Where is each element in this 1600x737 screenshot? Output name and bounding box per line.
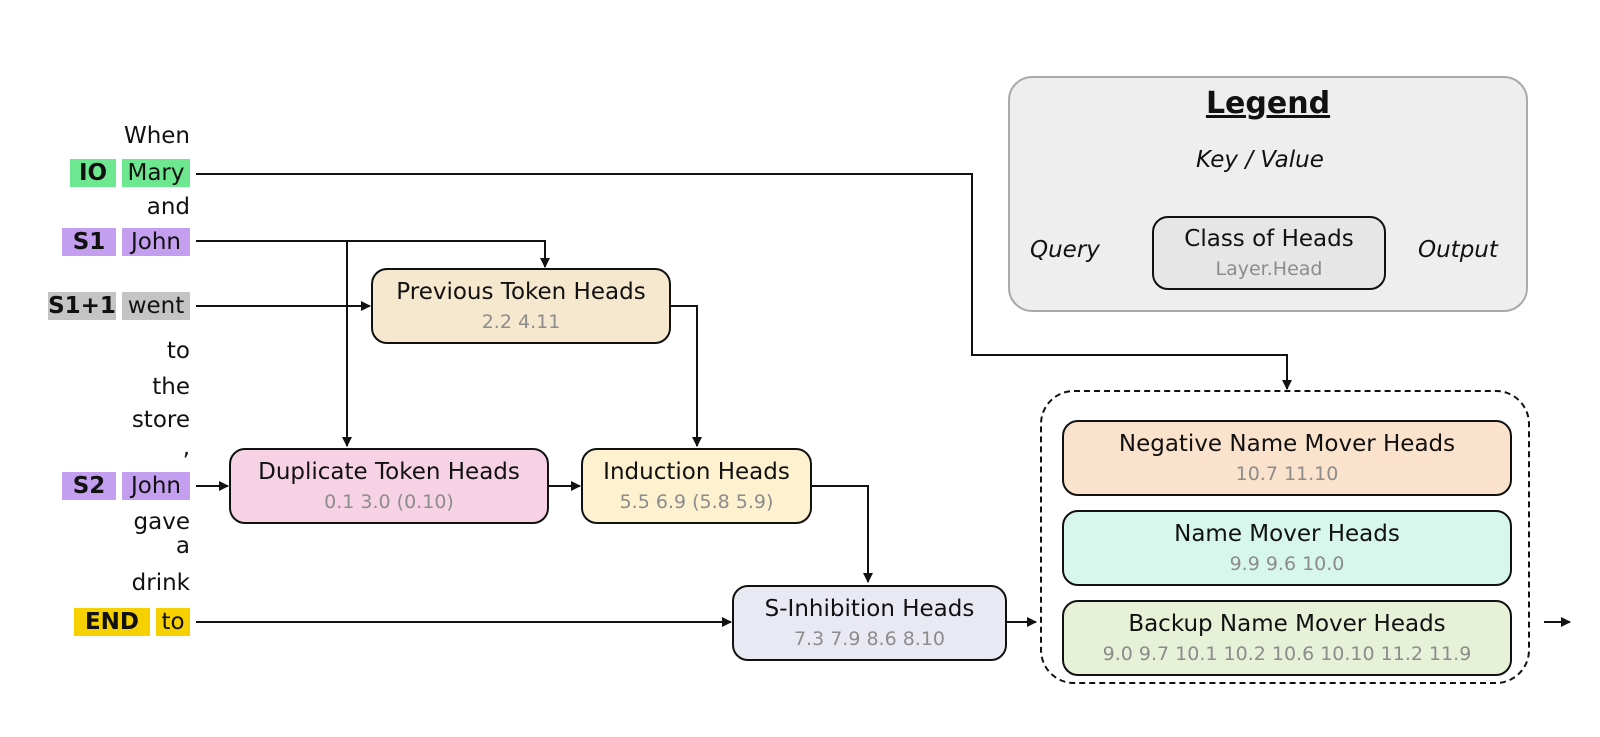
arrow-previous-to-induction	[670, 305, 702, 447]
tag-s2: S2	[62, 472, 116, 500]
token-comma: ,	[182, 435, 190, 461]
tag-io: IO	[70, 159, 116, 187]
tag-s1: S1	[62, 228, 116, 256]
induction-heads-box: Induction Heads 5.5 6.9 (5.8 5.9)	[581, 448, 812, 524]
s-inhibition-heads-box: S-Inhibition Heads 7.3 7.9 8.6 8.10	[732, 585, 1007, 661]
tag-end: END	[74, 608, 150, 636]
duplicate-token-heads-title: Duplicate Token Heads	[258, 459, 520, 485]
induction-heads-list: 5.5 6.9 (5.8 5.9)	[619, 491, 774, 513]
induction-heads-title: Induction Heads	[603, 459, 790, 485]
legend-class-title: Class of Heads	[1184, 226, 1354, 252]
negative-name-mover-heads-list: 10.7 11.10	[1235, 463, 1339, 485]
s-inhibition-heads-list: 7.3 7.9 8.6 8.10	[793, 628, 946, 650]
token-when: When	[123, 123, 190, 149]
token-gave: gave	[133, 509, 190, 535]
legend-query-label: Query	[1030, 237, 1100, 263]
negative-name-mover-heads-box: Negative Name Mover Heads 10.7 11.10	[1062, 420, 1512, 496]
token-to: to	[166, 338, 190, 364]
previous-token-heads-title: Previous Token Heads	[396, 279, 646, 305]
arrow-io-to-name-movers	[196, 173, 1292, 390]
legend-class-box: Class of Heads Layer.Head	[1152, 216, 1386, 290]
name-mover-heads-box: Name Mover Heads 9.9 9.6 10.0	[1062, 510, 1512, 586]
name-mover-heads-list: 9.9 9.6 10.0	[1229, 553, 1345, 575]
token-went: went	[122, 292, 190, 320]
backup-name-mover-heads-box: Backup Name Mover Heads 9.0 9.7 10.1 10.…	[1062, 600, 1512, 676]
token-drink: drink	[131, 570, 190, 596]
legend-class-subtitle: Layer.Head	[1215, 258, 1323, 280]
duplicate-token-heads-box: Duplicate Token Heads 0.1 3.0 (0.10)	[229, 448, 549, 524]
legend-output-label: Output	[1418, 237, 1498, 263]
token-john-s1: John	[122, 228, 190, 256]
legend-key-value-label: Key / Value	[1196, 147, 1324, 173]
previous-token-heads-list: 2.2 4.11	[481, 311, 561, 333]
backup-name-mover-heads-title: Backup Name Mover Heads	[1128, 611, 1446, 637]
token-mary: Mary	[122, 159, 190, 187]
s-inhibition-heads-title: S-Inhibition Heads	[764, 596, 975, 622]
token-a: a	[175, 533, 190, 559]
token-and: and	[146, 194, 190, 220]
token-the: the	[152, 374, 190, 400]
tag-s1plus1: S1+1	[48, 292, 116, 320]
arrow-induction-to-s-inhibition	[811, 485, 873, 583]
token-john-s2: John	[122, 472, 190, 500]
legend-title: Legend	[1205, 86, 1331, 121]
duplicate-token-heads-list: 0.1 3.0 (0.10)	[324, 491, 454, 513]
previous-token-heads-box: Previous Token Heads 2.2 4.11	[371, 268, 671, 344]
arrow-s1-to-previous-token	[196, 240, 550, 268]
negative-name-mover-heads-title: Negative Name Mover Heads	[1118, 431, 1456, 457]
token-store: store	[131, 407, 190, 433]
token-to-end: to	[156, 608, 190, 636]
backup-name-mover-heads-list: 9.0 9.7 10.1 10.2 10.6 10.10 11.2 11.9	[1102, 643, 1472, 665]
name-mover-group	[1040, 390, 1530, 684]
name-mover-heads-title: Name Mover Heads	[1174, 521, 1400, 547]
